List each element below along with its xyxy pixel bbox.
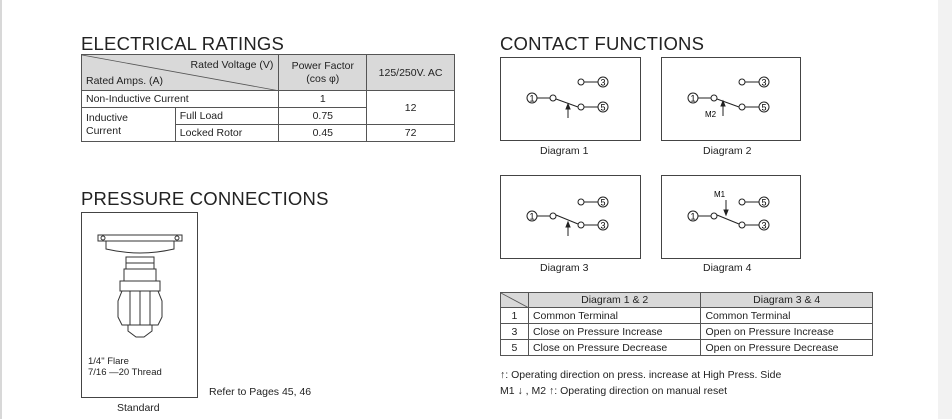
terminal-5-label: 5: [600, 198, 605, 208]
rated-voltage-label: Rated Voltage (V): [190, 59, 274, 71]
electrical-ratings-title: ELECTRICAL RATINGS: [81, 33, 285, 54]
diagram-4-caption: Diagram 4: [703, 262, 752, 274]
power-factor-label: Power Factor: [291, 59, 354, 72]
locked-rotor-amps: 72: [366, 124, 455, 142]
table-row: 1 Common Terminal Common Terminal: [500, 307, 873, 324]
row-terminal-number: 1: [500, 307, 529, 324]
power-factor-header: Power Factor (cos φ): [278, 54, 368, 91]
col-diagram-3-4: Diagram 3 & 4: [700, 292, 873, 308]
contact-diagram-4: 1 5 3 M1: [661, 175, 801, 259]
manual-reset-note: M1 ↓ , M2 ↑: Operating direction on manu…: [500, 385, 728, 397]
pressure-connection-drawing-box: 1/4" Flare 7/16 —20 Thread: [81, 212, 198, 398]
contact-function-table: Diagram 1 & 2 Diagram 3 & 4 1 Common Ter…: [500, 292, 873, 356]
table-row: Diagram 1 & 2 Diagram 3 & 4: [500, 292, 873, 308]
m1-label: M1: [714, 190, 726, 199]
terminal-1-label: 1: [529, 94, 534, 104]
inductive-label: Inductive: [86, 111, 129, 124]
contact-functions-title: CONTACT FUNCTIONS: [500, 33, 705, 54]
table-row: Locked Rotor 0.45 72: [82, 124, 455, 142]
terminal-5-label: 5: [761, 198, 766, 208]
row-diagram-3-4-function: Common Terminal: [700, 307, 873, 324]
diagram-3-switch: 1 5 3: [526, 196, 609, 236]
row-terminal-number: 5: [500, 339, 529, 356]
non-inductive-pf: 1: [278, 90, 368, 108]
terminal-1-label: 1: [529, 212, 534, 222]
locked-rotor-pf: 0.45: [278, 124, 368, 142]
flare-fitting-drawing: [97, 234, 183, 338]
diagram-1-caption: Diagram 1: [540, 145, 589, 157]
row-diagram-3-4-function: Open on Pressure Decrease: [700, 339, 873, 356]
full-load-label: Full Load: [174, 107, 280, 125]
power-factor-symbol: (cos φ): [306, 72, 340, 85]
operating-direction-note: ↑: Operating direction on press. increas…: [500, 369, 782, 381]
terminal-5-label: 5: [761, 103, 766, 113]
table-row: Non-Inductive Current 1 12: [80, 90, 455, 125]
row-diagram-3-4-function: Open on Pressure Increase: [700, 323, 873, 340]
diagonal-line: [501, 293, 529, 308]
contact-diagram-3: 1 5 3: [500, 175, 641, 259]
terminal-3-label: 3: [600, 78, 605, 88]
current-label: Current: [86, 124, 122, 137]
non-inductive-label: Non-Inductive Current: [80, 90, 280, 108]
table-row: 3 Close on Pressure Increase Open on Pre…: [500, 323, 873, 340]
contact-diagram-2: 1 3 5 M2: [661, 57, 801, 141]
rating-corner-cell: Rated Voltage (V) Rated Amps. (A): [80, 54, 280, 91]
terminal-3-label: 3: [761, 78, 766, 88]
diagram-4-switch: 1 5 3 M1: [687, 190, 770, 231]
terminal-3-label: 3: [761, 221, 766, 231]
fitting-spec-label: 1/4" Flare 7/16 —20 Thread: [88, 356, 162, 378]
amps-12-cell: 12: [366, 90, 455, 125]
contact-diagram-1: 1 3 5: [500, 57, 641, 141]
table-row: Rated Voltage (V) Rated Amps. (A) Power …: [80, 54, 455, 91]
col-diagram-1-2: Diagram 1 & 2: [527, 292, 702, 308]
table-row: 5 Close on Pressure Decrease Open on Pre…: [500, 339, 873, 356]
standard-caption: Standard: [117, 402, 160, 414]
full-load-pf: 0.75: [278, 107, 368, 125]
pressure-connections-title: PRESSURE CONNECTIONS: [81, 188, 329, 209]
voltage-header: 125/250V. AC: [366, 54, 455, 91]
refer-pages-note: Refer to Pages 45, 46: [209, 386, 312, 398]
diagram-2-switch: 1 3 5 M2: [687, 76, 770, 119]
row-diagram-1-2-function: Close on Pressure Increase: [527, 323, 702, 340]
diagonal-line: [82, 55, 280, 91]
row-diagram-1-2-function: Close on Pressure Decrease: [527, 339, 702, 356]
rated-amps-label: Rated Amps. (A): [86, 75, 164, 87]
row-diagram-1-2-function: Common Terminal: [527, 307, 702, 324]
flare-size-label: 1/4" Flare: [88, 356, 129, 367]
diagram-2-caption: Diagram 2: [703, 145, 752, 157]
diagram-1-switch: 1 3 5: [526, 76, 609, 118]
diagram-3-caption: Diagram 3: [540, 262, 589, 274]
row-terminal-number: 3: [500, 323, 529, 340]
left-margin-bar: [0, 0, 2, 419]
table-row: Inductive Current Full Load 0.75: [81, 107, 455, 142]
terminal-3-label: 3: [600, 221, 605, 231]
terminal-5-label: 5: [600, 103, 605, 113]
thread-spec-label: 7/16 —20 Thread: [88, 367, 162, 378]
m2-label: M2: [705, 110, 717, 119]
electrical-ratings-table: Rated Voltage (V) Rated Amps. (A) Power …: [80, 54, 455, 142]
locked-rotor-label: Locked Rotor: [174, 124, 280, 142]
inductive-current-label: Inductive Current: [81, 107, 176, 142]
terminal-1-label: 1: [690, 94, 695, 104]
terminal-1-label: 1: [690, 212, 695, 222]
right-margin-bar: [938, 0, 952, 419]
contact-corner-cell: [500, 292, 529, 308]
